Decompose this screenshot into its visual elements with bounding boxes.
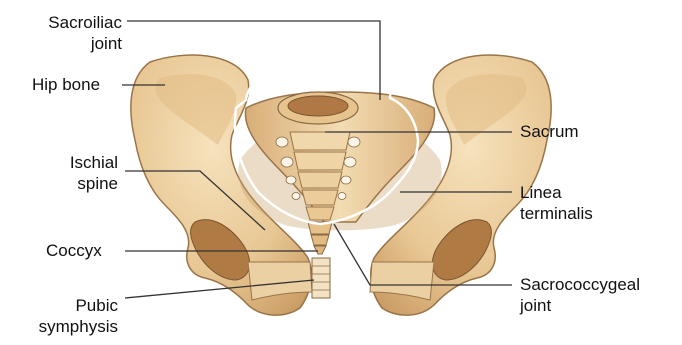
pubic-symphysis-label-line2: symphysis — [14, 316, 118, 337]
pubic-symphysis — [312, 258, 330, 298]
ischial-spine-label-line1: Ischial — [24, 152, 118, 173]
sacroiliac-joint-label: Sacroiliac joint — [24, 12, 122, 54]
ischial-spine-label-line2: spine — [24, 173, 118, 194]
pubic-symphysis-label-line1: Pubic — [14, 295, 118, 316]
sacrococcygeal-joint-label-line2: joint — [520, 295, 640, 316]
linea-terminalis-label-line1: Linea — [520, 182, 593, 203]
linea-terminalis-label: Linea terminalis — [520, 182, 593, 224]
linea-terminalis-label-line2: terminalis — [520, 203, 593, 224]
sacrococcygeal-joint-label: Sacrococcygeal joint — [520, 274, 640, 316]
pubic-symphysis-label: Pubic symphysis — [14, 295, 118, 337]
hip-bone-label: Hip bone — [32, 74, 100, 95]
coccyx-label: Coccyx — [46, 240, 102, 261]
sacroiliac-joint-label-line2: joint — [24, 33, 122, 54]
sacrococcygeal-joint-label-line1: Sacrococcygeal — [520, 274, 640, 295]
sacroiliac-joint-label-line1: Sacroiliac — [24, 12, 122, 33]
sacrum-label: Sacrum — [520, 121, 579, 142]
coccyx — [308, 222, 332, 254]
ischial-spine-label: Ischial spine — [24, 152, 118, 194]
